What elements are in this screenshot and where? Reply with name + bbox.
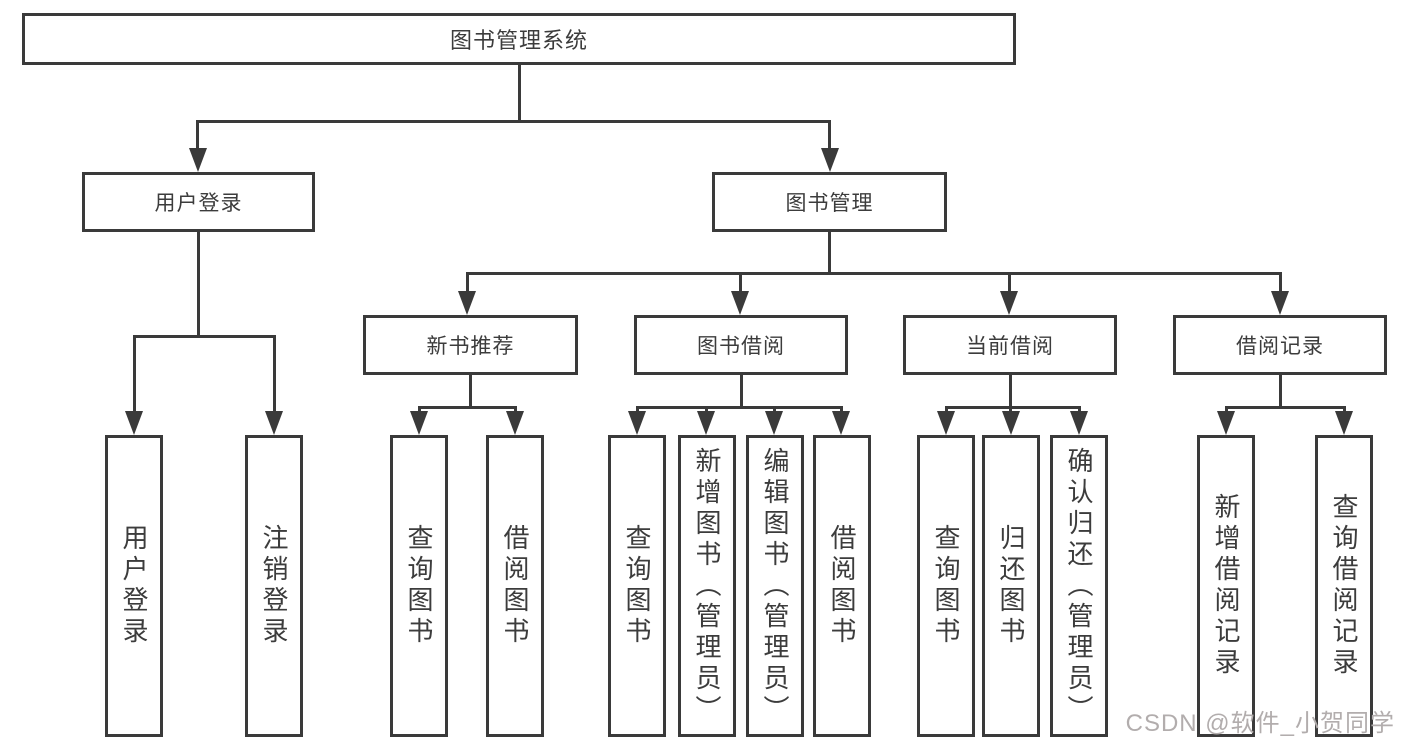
arrow-down-icon [458,291,476,315]
leaf-edit-books-admin: 编辑图书（管理员） [746,435,804,737]
node-label: 新书推荐 [426,335,515,358]
connector-borrow-record-stem [1279,375,1282,408]
node-new-book-recommendation: 新书推荐 [363,315,578,375]
node-label: 用户登录 [119,524,149,648]
connector-drop-level3 [1279,272,1282,293]
node-book-borrowing: 图书借阅 [634,315,848,375]
node-user-login-group: 用户登录 [82,172,315,232]
leaf-add-books-admin: 新增图书（管理员） [678,435,736,737]
node-label: 查询图书 [404,524,434,648]
node-label: 借阅记录 [1236,335,1324,358]
node-label: 图书借阅 [697,335,785,358]
connector-borrow-record-bar [1225,406,1346,409]
arrow-down-icon [765,411,783,435]
node-label: 借阅图书 [500,524,530,648]
arrow-down-icon [1335,411,1353,435]
node-library-management-system: 图书管理系统 [22,13,1016,65]
connector-drop-leaf [945,406,948,414]
connector-drop-leaf [840,406,843,414]
leaf-query-books-borrow: 查询图书 [608,435,666,737]
leaf-query-borrow-record: 查询借阅记录 [1315,435,1373,737]
node-label: 查询图书 [931,524,961,648]
arrow-down-icon [937,411,955,435]
node-label: 借阅图书 [827,524,857,648]
arrow-down-icon [1000,291,1018,315]
node-label: 图书管理 [785,192,874,215]
leaf-user-login: 用户登录 [105,435,163,737]
leaf-return-books: 归还图书 [982,435,1040,737]
node-label: 新增借阅记录 [1211,493,1241,679]
node-label: 确认归还（管理员） [1064,446,1094,726]
leaf-add-borrow-record: 新增借阅记录 [1197,435,1255,737]
connector-drop-leaf [636,406,639,414]
connector-drop-leaf [705,406,708,414]
arrow-down-icon [832,411,850,435]
node-label: 图书管理系统 [449,28,588,53]
arrow-down-icon [821,148,839,172]
connector-drop-leaf [1343,406,1346,414]
leaf-borrow-books-rec: 借阅图书 [486,435,544,737]
arrow-down-icon [506,411,524,435]
connector-drop-leaf [1078,406,1081,414]
connector-new-book-rec-bar [418,406,517,409]
node-label: 注销登录 [259,524,289,648]
connector-drop-level3 [466,272,469,293]
connector-book-mgmt-stem [828,232,831,275]
arrow-down-icon [628,411,646,435]
arrow-down-icon [125,411,143,435]
connector-current-borrow-stem [1009,375,1012,408]
node-label: 归还图书 [996,524,1026,648]
arrow-down-icon [410,411,428,435]
connector-drop-user-login [196,120,199,150]
node-book-management-group: 图书管理 [712,172,947,232]
arrow-down-icon [1070,411,1088,435]
connector-user-login-stem [197,232,200,338]
node-label: 当前借阅 [966,335,1054,358]
connector-drop-level3 [739,272,742,293]
arrow-down-icon [1217,411,1235,435]
connector-book-borrow-bar [636,406,843,409]
connector-drop-leaf [1009,406,1012,414]
connector-book-borrow-stem [740,375,743,408]
connector-root-bar [196,120,831,123]
node-label: 新增图书（管理员） [692,446,722,726]
arrow-down-icon [189,148,207,172]
node-label: 查询图书 [622,524,652,648]
csdn-watermark: CSDN @软件_小贺同学 [1125,710,1395,737]
connector-drop-book-mgmt [828,120,831,150]
node-borrowing-records: 借阅记录 [1173,315,1387,375]
connector-new-book-rec-stem [469,375,472,408]
connector-drop-leaf [273,335,276,413]
arrow-down-icon [697,411,715,435]
arrow-down-icon [1271,291,1289,315]
connector-book-mgmt-bar [466,272,1282,275]
connector-user-login-bar [133,335,276,338]
connector-drop-leaf [133,335,136,413]
leaf-logout: 注销登录 [245,435,303,737]
arrow-down-icon [1002,411,1020,435]
connector-root-stem [518,65,521,122]
arrow-down-icon [265,411,283,435]
leaf-query-books-current: 查询图书 [917,435,975,737]
leaf-query-books-rec: 查询图书 [390,435,448,737]
leaf-borrow-books: 借阅图书 [813,435,871,737]
node-label: 用户登录 [154,192,243,215]
connector-drop-leaf [514,406,517,414]
connector-drop-level3 [1008,272,1011,293]
connector-drop-leaf [773,406,776,414]
connector-drop-leaf [418,406,421,414]
leaf-confirm-return-admin: 确认归还（管理员） [1050,435,1108,737]
connector-drop-leaf [1225,406,1228,414]
node-label: 查询借阅记录 [1329,493,1359,679]
node-current-borrowing: 当前借阅 [903,315,1117,375]
connector-current-borrow-bar [945,406,1081,409]
node-label: 编辑图书（管理员） [760,446,790,726]
arrow-down-icon [731,291,749,315]
